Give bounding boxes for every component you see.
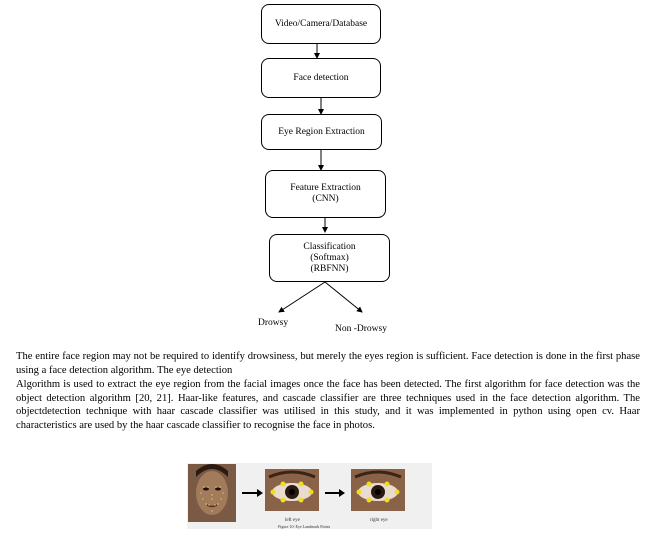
step-label: Feature Extraction [290, 183, 361, 193]
figure-arrow-2 [325, 489, 345, 497]
eye-landmark-illustration [187, 463, 432, 529]
output-non-drowsy: Non -Drowsy [335, 324, 387, 334]
step-label: (Softmax) [310, 252, 349, 263]
step-label: Eye Region Extraction [278, 126, 365, 137]
step-label: (RBFNN) [310, 263, 349, 274]
figure-caption: Figure 10: Eye Landmark Points [278, 524, 331, 529]
arrow-non-drowsy [324, 281, 363, 313]
step-classification: Classification (Softmax) (RBFNN) [269, 234, 390, 282]
right-eye-photo [351, 469, 405, 511]
step-feature-extraction: Feature Extraction (CNN) [265, 170, 386, 218]
output-drowsy: Drowsy [258, 318, 289, 328]
paragraph-1: The entire face region may not be requir… [16, 351, 640, 376]
step-label: Video/Camera/Database [274, 18, 368, 29]
step-video-camera-database: Video/Camera/Database [261, 4, 381, 44]
arrow-drowsy [278, 281, 326, 313]
step-label: (CNN) [312, 194, 339, 204]
right-eye-label: right eye [370, 518, 388, 523]
left-eye-photo [265, 469, 319, 511]
flowchart-connectors [278, 44, 363, 313]
figure-arrow-1 [242, 489, 263, 497]
step-label: Face detection [293, 72, 349, 83]
paragraph-2: Algorithm is used to extract the eye reg… [16, 379, 640, 431]
step-face-detection: Face detection [261, 58, 381, 98]
step-label: Classification [303, 241, 356, 252]
left-eye-label: left eye [285, 518, 300, 523]
eye-landmark-figure: left eye right eye Figure 10: Eye Landma… [187, 463, 432, 529]
face-photo [188, 464, 236, 522]
step-eye-region-extraction: Eye Region Extraction [261, 114, 382, 150]
